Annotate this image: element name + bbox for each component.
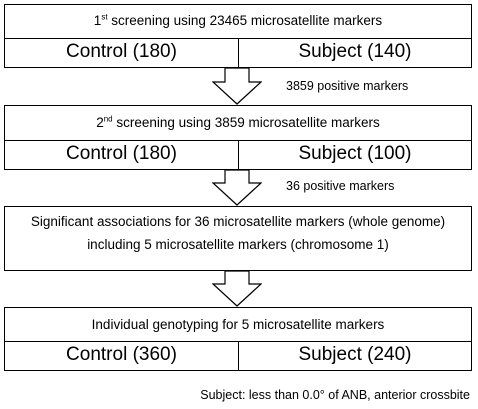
stage2-title: 2nd screening using 3859 microsatellite … (96, 114, 380, 130)
arrow1-label: 3859 positive markers (286, 79, 409, 93)
stage1-control-cell: Control (180) (66, 41, 177, 62)
stage2-box: 2nd screening using 3859 microsatellite … (4, 105, 472, 170)
stage1-box: 1st screening using 23465 microsatellite… (4, 4, 472, 68)
stage2-control-cell: Control (180) (66, 143, 177, 164)
stage4-box: Individual genotyping for 5 microsatelli… (4, 307, 472, 371)
stage1-title: 1st screening using 23465 microsatellite… (93, 12, 383, 28)
stage1-subject-cell: Subject (140) (298, 41, 412, 62)
stage4-control-cell: Control (360) (66, 344, 177, 365)
flow-arrow-1 (212, 68, 262, 105)
subject-definition-note: Subject: less than 0.0° of ANB, anterior… (200, 388, 470, 402)
stage4-column-divider (238, 341, 239, 370)
flow-arrow-3 (212, 271, 262, 307)
stage2-subject-cell: Subject (100) (298, 143, 412, 164)
flow-arrow-2 (212, 170, 262, 206)
stage3-line2: including 5 microsatellite markers (chro… (87, 237, 389, 252)
stage4-subject-cell: Subject (240) (298, 344, 412, 365)
stage2-column-divider (238, 140, 239, 169)
stage1-column-divider (238, 38, 239, 67)
arrow2-label: 36 positive markers (286, 179, 395, 193)
stage4-title: Individual genotyping for 5 microsatelli… (91, 317, 385, 332)
stage3-line1: Significant associations for 36 microsat… (30, 214, 446, 229)
stage3-box: Significant associations for 36 microsat… (4, 206, 472, 271)
